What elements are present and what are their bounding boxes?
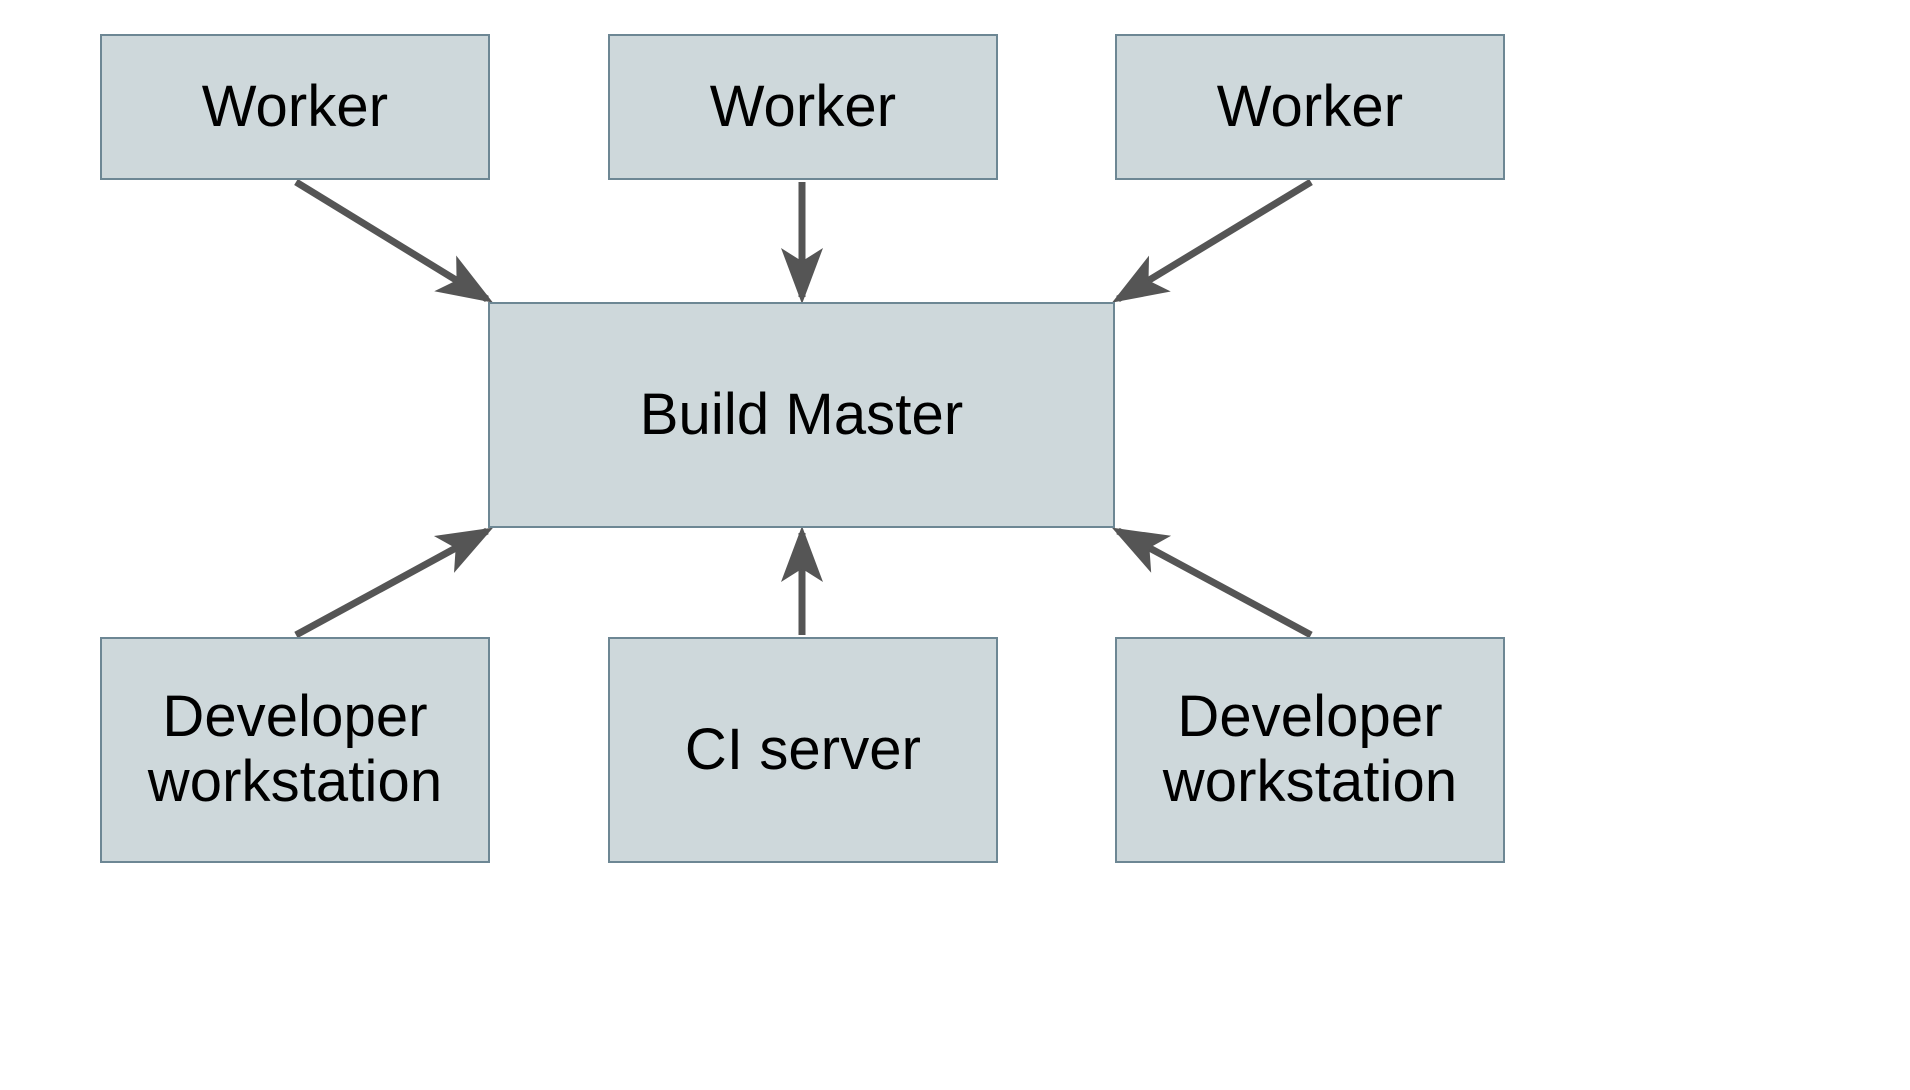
node-ci-server-label: CI server — [684, 716, 922, 782]
node-developer-workstation-left-label: Developer workstation — [147, 684, 443, 814]
node-worker-center[interactable]: Worker — [608, 34, 998, 180]
node-build-master[interactable]: Build Master — [488, 302, 1115, 528]
node-build-master-label: Build Master — [639, 381, 964, 447]
edge-dev-right-to-master — [1111, 527, 1313, 639]
node-developer-workstation-right[interactable]: Developer workstation — [1115, 637, 1505, 863]
node-worker-left[interactable]: Worker — [100, 34, 490, 180]
edge-dev-left-to-master — [294, 527, 494, 639]
node-worker-right-label: Worker — [1216, 73, 1404, 139]
node-developer-workstation-left[interactable]: Developer workstation — [100, 637, 490, 863]
node-developer-workstation-right-label: Developer workstation — [1162, 684, 1458, 814]
node-worker-right[interactable]: Worker — [1115, 34, 1505, 180]
edge-worker-right-to-master — [1112, 179, 1313, 303]
node-worker-left-label: Worker — [201, 73, 389, 139]
edge-worker-left-to-master — [294, 179, 493, 303]
node-ci-server[interactable]: CI server — [608, 637, 998, 863]
node-worker-center-label: Worker — [709, 73, 897, 139]
